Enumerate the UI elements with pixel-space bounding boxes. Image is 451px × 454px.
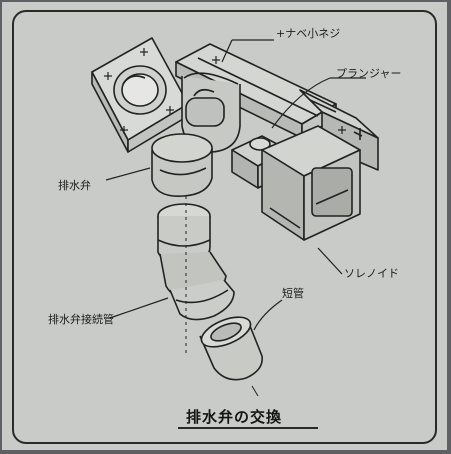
label-plunger: プランジャー xyxy=(336,67,402,80)
label-screw: +ナベ小ネジ xyxy=(276,27,341,40)
label-drain-valve: 排水弁 xyxy=(58,179,91,192)
solenoid-box xyxy=(261,125,361,241)
label-short-pipe: 短管 xyxy=(282,287,304,300)
short-pipe xyxy=(199,316,263,397)
label-solenoid: ソレノイド xyxy=(344,267,399,280)
caption-underline xyxy=(178,427,318,429)
screw-marks xyxy=(104,48,346,134)
flange-plate xyxy=(91,37,189,153)
leader-lines xyxy=(105,39,366,331)
figure-caption: 排水弁の交換 xyxy=(186,408,283,426)
label-connector-pipe: 排水弁接続管 xyxy=(48,313,114,326)
valve-body xyxy=(181,72,241,153)
connector-pipe xyxy=(157,196,235,356)
rounded-border xyxy=(12,10,437,444)
valve-outlet xyxy=(151,133,213,197)
